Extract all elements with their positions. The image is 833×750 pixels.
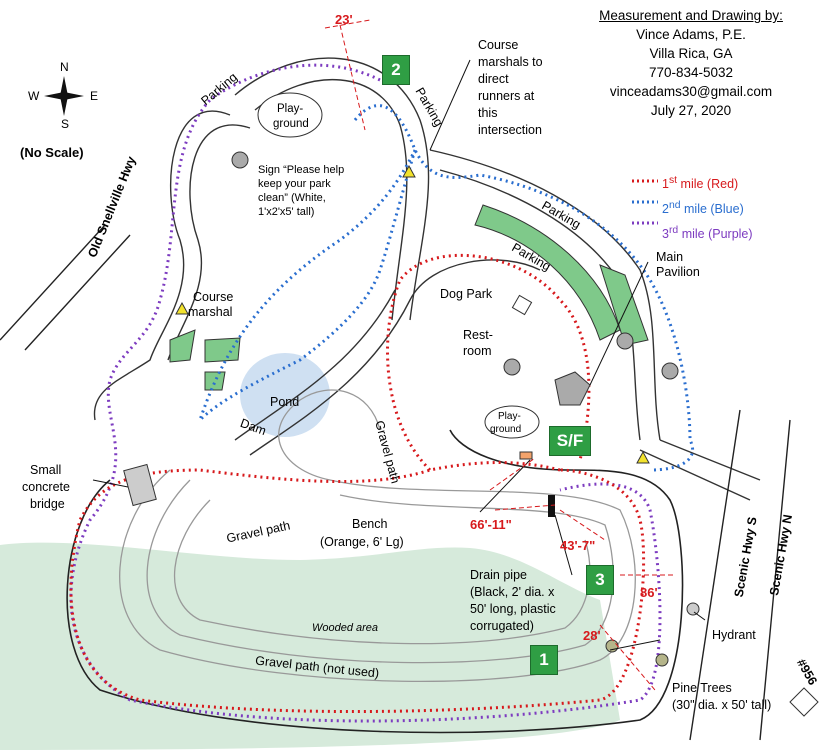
label-course-marshal-b: marshal bbox=[188, 305, 233, 319]
legend-mile-3: 3rd mile (Purple) bbox=[662, 225, 753, 242]
label-bridge-a: Small bbox=[30, 463, 62, 477]
course-marshal-marker-1 bbox=[175, 301, 189, 315]
compass-e: E bbox=[90, 89, 99, 103]
dim-66-11: 66'-11" bbox=[470, 517, 512, 532]
label-playground-2b: ground bbox=[490, 424, 522, 435]
marker-3: 3 bbox=[586, 565, 614, 595]
label-course-marshal-a: Course bbox=[193, 290, 234, 304]
label-bridge-b: concrete bbox=[22, 480, 70, 494]
label-restroom-a: Rest- bbox=[463, 328, 493, 342]
drain-pipe bbox=[548, 495, 555, 517]
label-restroom-b: room bbox=[463, 344, 492, 358]
label-playground-2a: Play- bbox=[498, 411, 521, 422]
highways bbox=[0, 224, 791, 741]
picnic-shelters bbox=[231, 151, 679, 380]
route-mile-3-purple bbox=[69, 63, 662, 723]
course-marshal-marker-3 bbox=[636, 450, 650, 464]
compass-w: W bbox=[28, 89, 40, 103]
label-main-pavilion-a: Main bbox=[656, 250, 684, 264]
label-bench-b: (Orange, 6' Lg) bbox=[320, 535, 404, 549]
credit-email: vinceadams30@gmail.com bbox=[609, 84, 773, 99]
dim-23: 23' bbox=[335, 12, 353, 27]
compass-rose-icon bbox=[44, 76, 84, 116]
dim-28: 28' bbox=[583, 628, 601, 643]
pine-tree-1 bbox=[605, 639, 619, 653]
legend-swatches bbox=[632, 179, 658, 225]
park-boundary bbox=[66, 429, 684, 734]
playground-2 bbox=[484, 405, 540, 439]
credit-block: Measurement and Drawing by: Vince Adams,… bbox=[560, 6, 822, 120]
restroom-building bbox=[511, 294, 533, 316]
leader-lines bbox=[92, 59, 706, 651]
note-sign: Sign “Please help keep your park clean” … bbox=[258, 164, 345, 218]
roads bbox=[93, 57, 761, 501]
dim-43-7: 43'-7" bbox=[560, 538, 596, 553]
credit-phone: 770-834-5032 bbox=[648, 65, 734, 80]
label-main-pavilion-b: Pavilion bbox=[656, 265, 700, 279]
wooded-area bbox=[0, 542, 620, 750]
address-building bbox=[789, 687, 819, 717]
label-playground-1a: Play- bbox=[277, 103, 304, 115]
compass-n: N bbox=[60, 60, 69, 74]
label-bench-a: Bench bbox=[352, 517, 388, 531]
note-pine-trees: Pine Trees (30" dia. x 50' tall) bbox=[672, 681, 772, 712]
dimension-lines bbox=[324, 19, 675, 691]
marker-start-finish: S/F bbox=[549, 426, 591, 456]
credit-name: Vince Adams, P.E. bbox=[636, 27, 746, 42]
marker-1: 1 bbox=[530, 645, 558, 675]
playground-1 bbox=[257, 92, 323, 138]
pond bbox=[240, 353, 330, 437]
credit-heading: Measurement and Drawing by: bbox=[599, 8, 783, 23]
label-hydrant: Hydrant bbox=[712, 628, 756, 642]
label-bridge-c: bridge bbox=[30, 497, 65, 511]
legend-mile-1: 1st mile (Red) bbox=[662, 175, 739, 192]
course-marshal-marker-2 bbox=[402, 164, 416, 178]
marker-2: 2 bbox=[382, 55, 410, 85]
small-concrete-bridge bbox=[123, 463, 157, 507]
hydrant bbox=[686, 602, 700, 616]
compass-s: S bbox=[61, 117, 70, 131]
pavilion bbox=[554, 371, 591, 406]
bench-orange bbox=[519, 451, 533, 460]
credit-city: Villa Rica, GA bbox=[649, 46, 733, 61]
note-drain-pipe: Drain pipe (Black, 2' dia. x 50' long, p… bbox=[470, 568, 556, 633]
legend-mile-2: 2nd mile (Blue) bbox=[662, 200, 744, 217]
label-wooded-area: Wooded area bbox=[312, 622, 379, 634]
pine-tree-2 bbox=[655, 653, 669, 667]
parking-lots bbox=[169, 204, 649, 391]
route-legend: 1st mile (Red) 2nd mile (Blue) 3rd mile … bbox=[662, 170, 753, 245]
label-dog-park: Dog Park bbox=[440, 287, 493, 301]
label-playground-1b: ground bbox=[273, 118, 309, 130]
scale-note: (No Scale) bbox=[20, 145, 84, 160]
route-mile-1-red bbox=[69, 253, 646, 714]
note-course-marshals: Course marshals to direct runners at thi… bbox=[478, 38, 543, 137]
label-pond: Pond bbox=[270, 395, 300, 409]
dim-86: 86' bbox=[640, 585, 658, 600]
credit-date: July 27, 2020 bbox=[650, 103, 732, 118]
